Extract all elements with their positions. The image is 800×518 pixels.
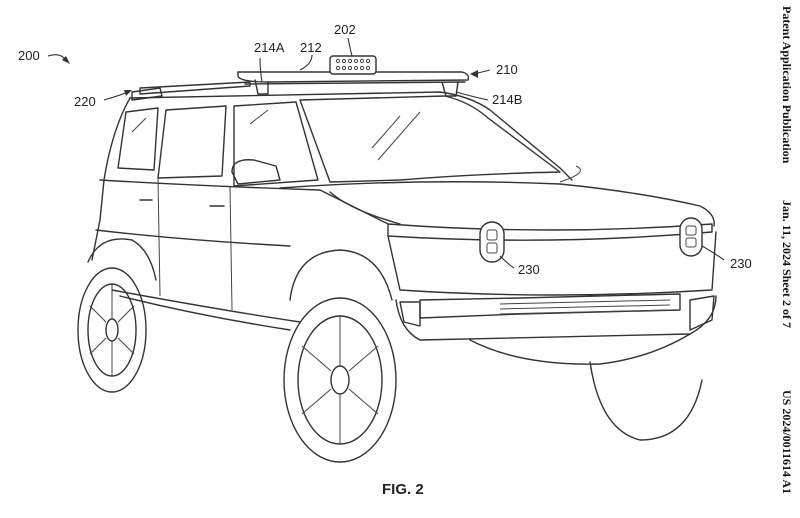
leader-lines (47, 37, 725, 269)
headlight-right (679, 217, 703, 257)
figure-caption: FIG. 2 (382, 481, 424, 498)
side-header: Patent Application Publication Jan. 11, … (780, 6, 794, 494)
label-roof-rail: 220 (74, 94, 96, 109)
front-wheel-right (589, 361, 703, 441)
rear-door-window (157, 105, 227, 179)
front-wheel-left (283, 297, 397, 463)
header-publication: Patent Application Publication (780, 6, 794, 164)
header-number: US 2024/0011614 A1 (780, 390, 794, 494)
side-mirror (231, 159, 281, 185)
label-light-bar: 202 (334, 22, 356, 37)
vehicle-body (87, 91, 717, 365)
reference-labels: 200 202 210 212 214A 214B 220 230 230 (18, 22, 752, 277)
label-cross-bar: 212 (300, 40, 322, 55)
label-vehicle: 200 (18, 48, 40, 63)
windshield (299, 95, 561, 183)
label-roof-rack: 210 (496, 62, 518, 77)
rear-quarter-window (117, 107, 159, 171)
front-door-window (233, 101, 319, 187)
light-bar-body (329, 55, 377, 75)
label-mount-b: 214B (492, 92, 522, 107)
front-light-strip (387, 223, 713, 241)
label-headlight-right: 230 (730, 256, 752, 271)
label-headlight-left: 230 (518, 262, 540, 277)
header-date-sheet: Jan. 11, 2024 Sheet 2 of 7 (780, 200, 794, 328)
roof-rack-assembly (131, 55, 470, 101)
label-mount-a: 214A (254, 40, 285, 55)
light-bar-leds (335, 58, 371, 71)
rear-wheel (77, 267, 147, 393)
mount-214a-shape (254, 79, 269, 95)
headlight-left (479, 221, 505, 263)
mount-214b-shape (441, 81, 459, 97)
